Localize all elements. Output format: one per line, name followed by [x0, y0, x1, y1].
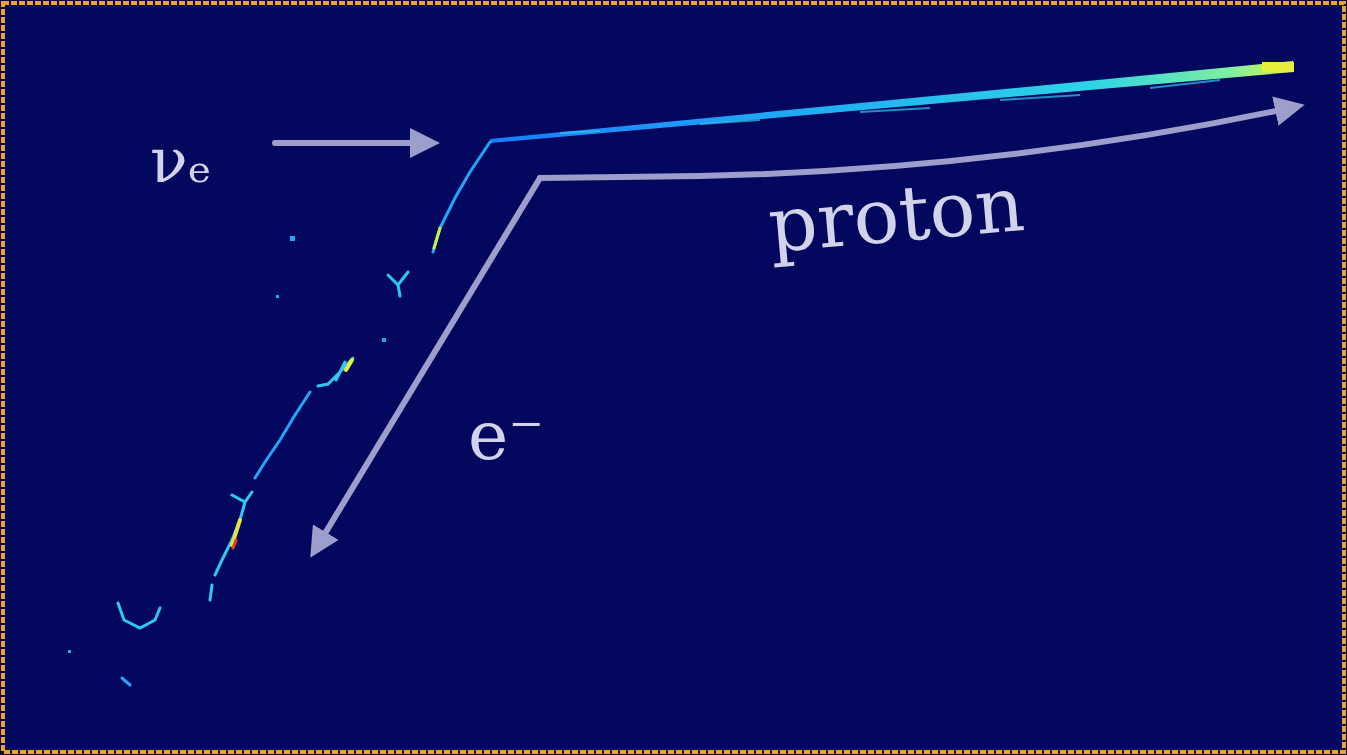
annotation-arrow: [275, 108, 1290, 545]
proton-track: [560, 80, 1220, 133]
frame: [3, 3, 1344, 752]
track-label: proton: [765, 166, 1027, 264]
electron-shower: [118, 142, 490, 685]
track-label: e⁻: [468, 402, 544, 470]
track-label: νₑ: [150, 130, 212, 192]
proton-track: [1262, 62, 1294, 72]
hit-dot: [68, 236, 386, 653]
background: [3, 3, 1344, 752]
